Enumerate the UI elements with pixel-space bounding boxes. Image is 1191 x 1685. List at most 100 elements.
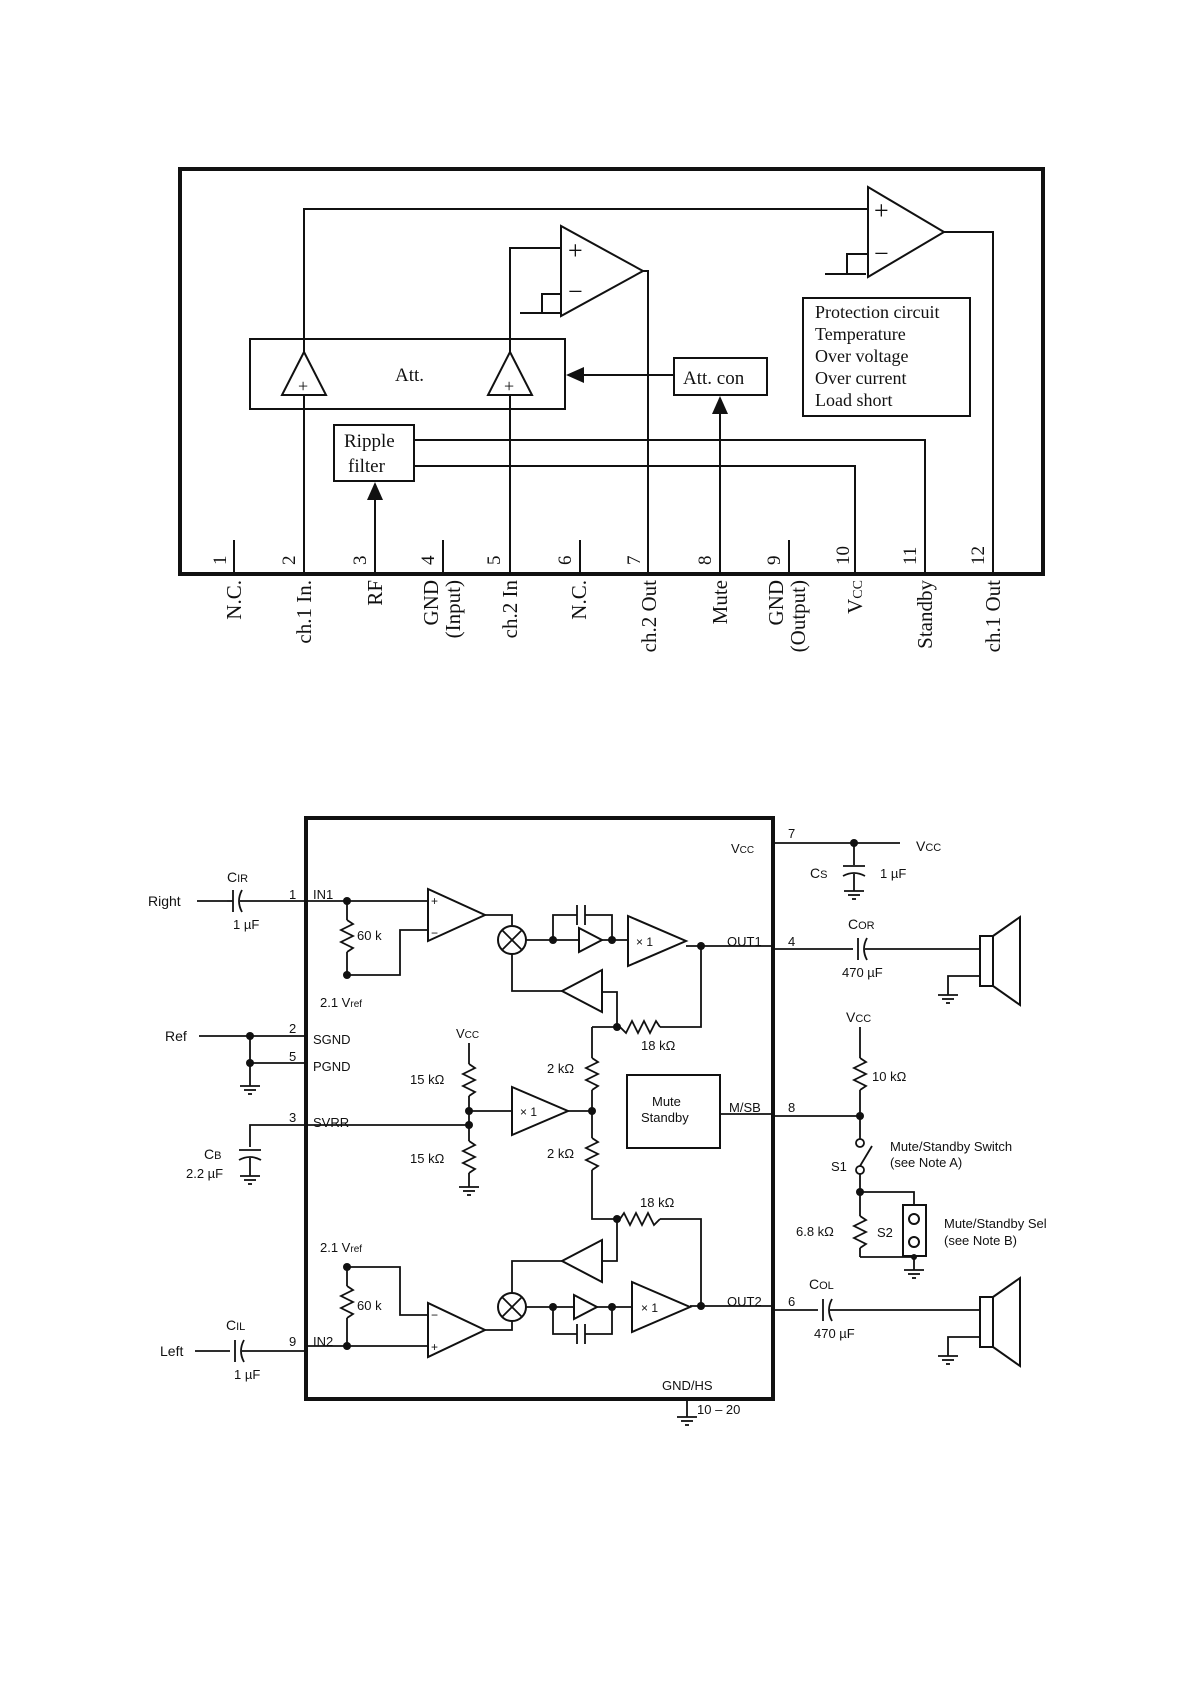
pin-vcc-v: V [731, 841, 740, 856]
cap-cb-sub: B [214, 1150, 221, 1162]
pin-in1-number: 1 [289, 887, 296, 902]
protection-line-3: Over current [815, 368, 906, 388]
pin-svrr-number: 3 [289, 1110, 296, 1125]
resistor-60k-bottom-value: 60 k [357, 1298, 382, 1313]
ch1-output-amplifier [867, 185, 946, 279]
pin-name-7: ch.2 Out [637, 580, 661, 652]
pin-pgnd-label: PGND [313, 1059, 351, 1074]
cap-col-symbol [822, 1298, 833, 1322]
ch1-amp-minus: − [874, 239, 889, 268]
vref-top-label: 2.1 Vref [320, 995, 362, 1010]
pin-name-10-v: V [843, 599, 867, 614]
pin-msb-number: 8 [788, 1100, 795, 1115]
selector-s2-desc: Mute/Standby Sel [944, 1216, 1047, 1231]
attenuator-label: Att. [395, 365, 424, 386]
pin-name-9b: (Output) [786, 580, 810, 652]
cap-cs-value: 1 µF [880, 866, 906, 881]
pin-number-3: 3 [350, 556, 371, 566]
pin-name-4a: GND [419, 580, 443, 626]
ground-s2-symbol [904, 1269, 924, 1279]
ground-cs-symbol [844, 890, 864, 900]
vref-bottom-v: 2.1 V [320, 1240, 351, 1255]
pin-pgnd-number: 5 [289, 1049, 296, 1064]
cap-cs-c: C [810, 865, 820, 881]
feedback-ch1-triangle [559, 968, 603, 1014]
cap-cir-c: C [227, 869, 237, 885]
pin-name-11: Standby [913, 580, 937, 649]
att-con-block [673, 357, 768, 396]
cap-cil-value: 1 µF [234, 1367, 260, 1382]
switch-s1-desc: Mute/Standby Switch [890, 1139, 1012, 1154]
feedback-ch2-triangle [559, 1238, 603, 1284]
pin-name-5: ch.2 In [498, 580, 522, 639]
pin-out2-number: 6 [788, 1294, 795, 1309]
cap-cs-name: CS [810, 865, 827, 881]
switch-s1-note: (see Note A) [890, 1155, 962, 1170]
pin-sgnd-number: 2 [289, 1021, 296, 1036]
vcc-internal-sub: CC [465, 1030, 479, 1041]
cap-cb-value: 2.2 µF [186, 1166, 223, 1181]
pin-number-row: 1 2 3 4 5 6 7 8 9 10 11 12 [210, 546, 989, 565]
cap-cs-sub: S [820, 869, 827, 881]
block-diagram-wires [233, 208, 994, 574]
speaker-right-icon [938, 915, 1021, 1007]
pin-number-4: 4 [418, 555, 439, 565]
pin-gndhs-label: GND/HS [662, 1378, 713, 1393]
vcc-pullup-sub: CC [855, 1013, 871, 1025]
switch-s1-lever [859, 1145, 873, 1167]
pin-in2-number: 9 [289, 1334, 296, 1349]
pin-name-3: RF [363, 580, 387, 606]
vcc-pullup-label: VCC [846, 1009, 871, 1025]
ch1-in-minus: − [431, 926, 438, 940]
pin-svrr-label: SVRR [313, 1115, 349, 1130]
pin-number-9: 9 [764, 556, 785, 566]
pin-name-12: ch.1 Out [981, 580, 1005, 652]
pin-name-6: N.C. [567, 580, 591, 620]
ch2-amp-minus: − [568, 277, 583, 306]
ch2-output-amplifier [560, 224, 646, 318]
ch1-input-amplifier [427, 887, 488, 943]
x1-amp-ch1 [627, 914, 689, 968]
buffer-ch2-triangle [573, 1293, 600, 1321]
input-left-label: Left [160, 1343, 183, 1359]
cap-col-c: C [809, 1276, 819, 1292]
cap-cor-value: 470 µF [842, 965, 883, 980]
ground-internal-symbol [459, 1186, 479, 1196]
pin-vcc-number: 7 [788, 826, 795, 841]
cap-cor-sub: OR [858, 920, 875, 932]
switch-s1-top-contact [855, 1138, 865, 1148]
resistor-15k-top-value: 15 kΩ [410, 1072, 445, 1087]
resistor-60k-top-value: 60 k [357, 928, 382, 943]
resistor-15k-bottom [460, 1140, 478, 1174]
cap-cil-name: CIL [226, 1317, 245, 1333]
cap-cil-symbol [234, 1339, 245, 1363]
x1-center-label: × 1 [520, 1105, 537, 1119]
pin-number-6: 6 [555, 556, 576, 566]
selector-s2-body [902, 1204, 927, 1257]
application-schematic: IN1 SGND PGND SVRR IN2 VCC OUT1 M/SB OUT… [148, 816, 1047, 1426]
switch-s1-label: S1 [831, 1159, 847, 1174]
vcc-pullup-v: V [846, 1009, 856, 1025]
selector-s2-note: (see Note B) [944, 1233, 1017, 1248]
x1-ch2-label: × 1 [641, 1301, 658, 1315]
x1-ch1-label: × 1 [636, 935, 653, 949]
cap-ch2-feedback [576, 1324, 586, 1344]
ch1-in-plus: + [431, 894, 438, 908]
x1-amp-ch2 [631, 1280, 693, 1334]
mute-standby-block [626, 1074, 721, 1149]
resistor-18k-top-value: 18 kΩ [641, 1038, 676, 1053]
ch1-amp-plus: + [874, 196, 889, 225]
mixer-ch2-icon [497, 1292, 527, 1322]
vref-bottom-label: 2.1 Vref [320, 1240, 362, 1255]
protection-circuit-box [802, 297, 971, 417]
pin-number-8: 8 [695, 556, 716, 566]
resistor-6k8-value: 6.8 kΩ [796, 1224, 834, 1239]
vref-top-v: 2.1 V [320, 995, 351, 1010]
pin-name-10-sub: CC [851, 580, 866, 599]
pin-out1-number: 4 [788, 934, 795, 949]
cap-cil-sub: IL [236, 1321, 245, 1333]
switch-s1-bottom-contact [855, 1165, 865, 1175]
resistor-18k-bottom-value: 18 kΩ [640, 1195, 675, 1210]
vcc-internal-label: VCC [456, 1026, 479, 1041]
